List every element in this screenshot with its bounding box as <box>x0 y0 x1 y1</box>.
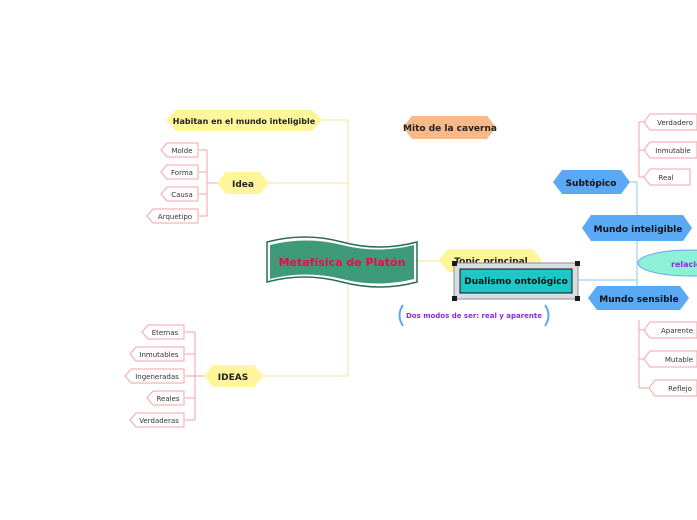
leaf-verdaderas-shape <box>129 412 185 428</box>
node-dualismo-corner-br <box>575 296 580 301</box>
central-node-label: Metafísica de Platón <box>279 256 406 269</box>
leaf-arquetipo-label: Arquetipo <box>158 213 192 221</box>
node-dualismo-corner-tl <box>452 261 457 266</box>
node-mito-shape <box>403 116 496 139</box>
leaf-real-shape <box>643 168 691 186</box>
leaf-molde[interactable]: Molde <box>160 142 199 158</box>
leaf-reales-label: Reales <box>156 395 179 403</box>
node-subtopico[interactable]: Subtópico <box>553 170 630 194</box>
leaf-reales-shape <box>146 390 185 406</box>
idea-children: Molde Forma Causa Arquetipo <box>146 142 199 224</box>
leaf-verdaderas[interactable]: Verdaderas <box>129 412 185 428</box>
leaf-molde-shape <box>160 142 199 158</box>
leaf-causa-shape <box>160 186 199 202</box>
leaf-eternas[interactable]: Eternas <box>141 324 185 340</box>
leaf-mutable-shape <box>643 350 697 368</box>
node-dos-modos-bracket-right <box>544 304 550 327</box>
leaf-causa-label: Causa <box>171 191 193 199</box>
node-dualismo[interactable]: Dualismo ontológico <box>452 261 580 301</box>
leaf-verdadero[interactable]: Verdadero <box>643 113 697 131</box>
leaf-eternas-shape <box>141 324 185 340</box>
leaf-reflejo-label: Reflejo <box>668 385 692 393</box>
leaf-reflejo[interactable]: Reflejo <box>648 379 697 397</box>
node-subtopico-shape <box>553 170 630 194</box>
leaf-forma-label: Forma <box>171 169 193 177</box>
leaf-inmutable-shape <box>643 141 697 159</box>
node-relacion[interactable]: relación <box>637 249 697 277</box>
leaf-arquetipo[interactable]: Arquetipo <box>146 208 199 224</box>
node-topic-label: Topic principal <box>454 257 528 267</box>
leaf-reflejo-shape <box>648 379 697 397</box>
leaf-ingeneradas[interactable]: Ingeneradas <box>124 368 185 384</box>
node-sensible[interactable]: Mundo sensible <box>588 286 689 310</box>
node-idea-shape <box>217 172 269 194</box>
central-node-shape <box>270 240 414 284</box>
node-dualismo-label: Dualismo ontológico <box>464 276 568 287</box>
node-dos-modos[interactable]: Dos modos de ser: real y aparente <box>398 304 550 327</box>
leaf-inmutable[interactable]: Inmutable <box>643 141 697 159</box>
node-inteligible-label: Mundo inteligible <box>594 225 683 235</box>
leaf-aparente-label: Aparente <box>661 327 693 335</box>
node-subtopico-label: Subtópico <box>566 178 617 189</box>
leaf-reales[interactable]: Reales <box>146 390 185 406</box>
line-idea-children <box>199 149 218 217</box>
node-mito[interactable]: Mito de la caverna <box>403 116 497 139</box>
node-idea[interactable]: Idea <box>217 172 269 194</box>
node-relacion-label: relación <box>671 259 697 269</box>
leaf-inmutables-label: Inmutables <box>139 351 178 359</box>
leaf-real[interactable]: Real <box>643 168 691 186</box>
leaf-verdaderas-label: Verdaderas <box>139 417 179 425</box>
leaf-verdadero-shape <box>643 113 697 131</box>
node-sensible-label: Mundo sensible <box>599 295 678 305</box>
leaf-causa[interactable]: Causa <box>160 186 199 202</box>
node-dualismo-corner-tr <box>575 261 580 266</box>
sensible-children: Aparente Mutable Reflejo <box>643 321 697 397</box>
leaf-mutable[interactable]: Mutable <box>643 350 697 368</box>
node-mito-label: Mito de la caverna <box>403 124 497 134</box>
leaf-aparente[interactable]: Aparente <box>643 321 697 339</box>
node-dualismo-corner-bl <box>452 296 457 301</box>
leaf-inmutables-shape <box>129 346 185 362</box>
subtopico-children: Verdadero Inmutable Real <box>643 113 697 186</box>
node-dos-modos-label: Dos modos de ser: real y aparente <box>406 312 542 320</box>
node-ideas-label: IDEAS <box>218 373 248 383</box>
leaf-inmutables[interactable]: Inmutables <box>129 346 185 362</box>
node-sensible-shape <box>588 286 689 310</box>
leaf-inmutable-label: Inmutable <box>655 147 691 155</box>
node-idea-label: Idea <box>232 180 254 190</box>
leaf-forma-shape <box>160 164 199 180</box>
node-ideas-shape <box>204 365 263 387</box>
leaf-arquetipo-shape <box>146 208 199 224</box>
central-node[interactable]: Metafísica de Platón <box>266 236 418 288</box>
node-dualismo-shape <box>459 268 573 294</box>
leaf-molde-label: Molde <box>171 147 192 155</box>
leaf-aparente-shape <box>643 321 697 339</box>
node-habitan-shape <box>166 110 322 131</box>
leaf-forma[interactable]: Forma <box>160 164 199 180</box>
node-ideas[interactable]: IDEAS <box>204 365 263 387</box>
leaf-ingeneradas-shape <box>124 368 185 384</box>
leaf-mutable-label: Mutable <box>665 356 693 364</box>
node-inteligible[interactable]: Mundo inteligible <box>582 215 692 241</box>
ideas-children: Eternas Inmutables Ingeneradas Reales Ve… <box>124 324 185 428</box>
node-habitan-label: Habitan en el mundo inteligible <box>173 117 316 126</box>
node-habitan[interactable]: Habitan en el mundo inteligible <box>166 110 322 131</box>
node-dos-modos-bracket-left <box>398 304 404 327</box>
line-ideas-children <box>185 331 205 421</box>
leaf-ingeneradas-label: Ingeneradas <box>135 373 179 381</box>
node-relacion-shape <box>637 249 697 277</box>
node-inteligible-shape <box>582 215 692 241</box>
leaf-eternas-label: Eternas <box>152 329 179 337</box>
leaf-real-label: Real <box>658 174 673 182</box>
leaf-verdadero-label: Verdadero <box>657 119 693 127</box>
